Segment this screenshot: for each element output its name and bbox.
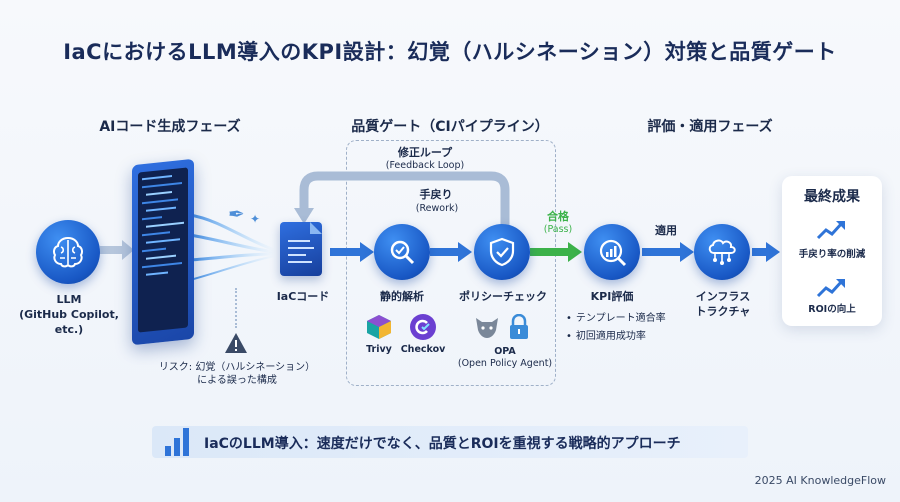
final-result-card	[782, 176, 882, 326]
code-monitor	[132, 158, 194, 346]
phase-gate-header: 品質ゲート（CIパイプライン）	[351, 119, 549, 135]
shield-icon	[489, 237, 515, 267]
sparkle-icon: ✦	[250, 212, 261, 226]
llm-brain-node	[36, 220, 100, 284]
quill-icon: ✒	[228, 202, 245, 226]
ci-pipeline-box	[346, 140, 556, 386]
magnifier-icon	[390, 240, 415, 265]
trend-up-icon	[816, 218, 848, 244]
summary-text: IaCのLLM導入：速度だけでなく、品質とROIを重視する戦略的アプローチ	[204, 436, 681, 452]
chart-magnifier-icon	[599, 239, 627, 267]
trivy-logo-icon	[366, 314, 392, 340]
pass-sub-label: (Pass)	[543, 224, 573, 235]
feedback-loop-label: 修正ループ	[397, 146, 453, 159]
feedback-loop-sub: (Feedback Loop)	[385, 160, 465, 171]
kpi-bullet-list: •テンプレート適合率 •初回適用成功率	[566, 312, 666, 344]
brain-icon	[53, 236, 83, 268]
kpi-evaluation-label: KPI評価	[590, 290, 634, 303]
result-item-rework: 手戻り率の削減	[798, 249, 866, 260]
risk-connector	[235, 288, 237, 328]
kpi-bullet-item: •テンプレート適合率	[566, 313, 666, 324]
result-item-roi: ROIの向上	[808, 304, 856, 315]
bar-chart-icon	[164, 426, 192, 460]
opa-label: OPA	[494, 346, 516, 357]
opa-sub-label: (Open Policy Agent)	[457, 358, 553, 369]
llm-label: LLM (GitHub Copilot, etc.)	[19, 293, 119, 336]
policy-check-node	[474, 224, 530, 280]
pass-label: 合格	[547, 210, 569, 223]
checkov-logo-icon	[410, 314, 436, 340]
static-analysis-label: 静的解析	[380, 290, 424, 303]
static-analysis-node	[374, 224, 430, 280]
iac-code-label: IaCコード	[276, 290, 330, 303]
document-icon	[280, 222, 322, 276]
warning-icon	[224, 332, 248, 358]
trend-up-icon	[816, 276, 848, 302]
footer-credit: 2025 AI KnowledgeFlow	[754, 474, 886, 487]
apply-label: 適用	[655, 224, 677, 237]
phase-eval-header: 評価・適用フェーズ	[647, 119, 773, 135]
phase-ai-header: AIコード生成フェーズ	[99, 119, 241, 135]
feedback-loop-arrow	[299, 171, 510, 232]
summary-banner	[152, 426, 748, 458]
cloud-network-icon	[708, 239, 736, 265]
infrastructure-node	[694, 224, 750, 280]
infrastructure-label: インフラス トラクチャ	[695, 290, 751, 318]
policy-check-label: ポリシーチェック	[459, 290, 547, 303]
lock-icon	[508, 313, 530, 344]
kpi-evaluation-node	[584, 224, 640, 280]
rework-label: 手戻り	[419, 188, 453, 201]
page-title: IaCにおけるLLM導入のKPI設計：幻覚（ハルシネーション）対策と品質ゲート	[63, 40, 837, 64]
trivy-label: Trivy	[366, 344, 392, 355]
checkov-label: Checkov	[400, 344, 446, 355]
rework-sub: (Rework)	[415, 203, 459, 214]
opa-logo-icon	[474, 316, 500, 344]
kpi-bullet-item: •初回適用成功率	[566, 331, 646, 342]
final-result-title: 最終成果	[804, 189, 860, 205]
risk-label: リスク: 幻覚（ハルシネーション） による誤った構成	[158, 362, 316, 386]
